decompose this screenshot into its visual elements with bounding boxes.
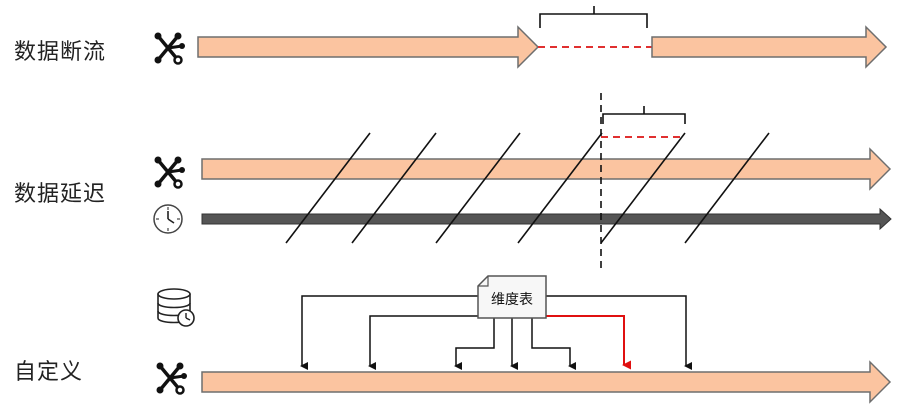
interrupt-brace	[539, 6, 648, 28]
label-data-interrupt: 数据断流	[14, 40, 107, 65]
label-custom: 自定义	[14, 360, 84, 385]
label-data-delay: 数据延迟	[14, 182, 107, 207]
dim-table-label: 维度表	[491, 292, 533, 308]
dim-table-card	[477, 275, 547, 319]
dim-connector-highlight	[546, 315, 631, 370]
dim-connectors	[300, 295, 692, 370]
stream-arrow-row2	[201, 147, 892, 191]
stream-arrow-row1-right	[651, 25, 888, 69]
watermark-lines	[285, 132, 770, 244]
stream-icon-row2	[154, 156, 185, 189]
stream-icon-row1	[154, 32, 185, 65]
stream-arrow-row3	[201, 360, 892, 404]
stream-arrow-row1-left	[197, 25, 540, 69]
clock-icon	[153, 204, 183, 234]
delay-brace	[602, 106, 686, 124]
time-arrow-row2	[201, 207, 892, 231]
stream-icon-row3	[156, 362, 187, 395]
database-clock-icon	[157, 288, 195, 327]
